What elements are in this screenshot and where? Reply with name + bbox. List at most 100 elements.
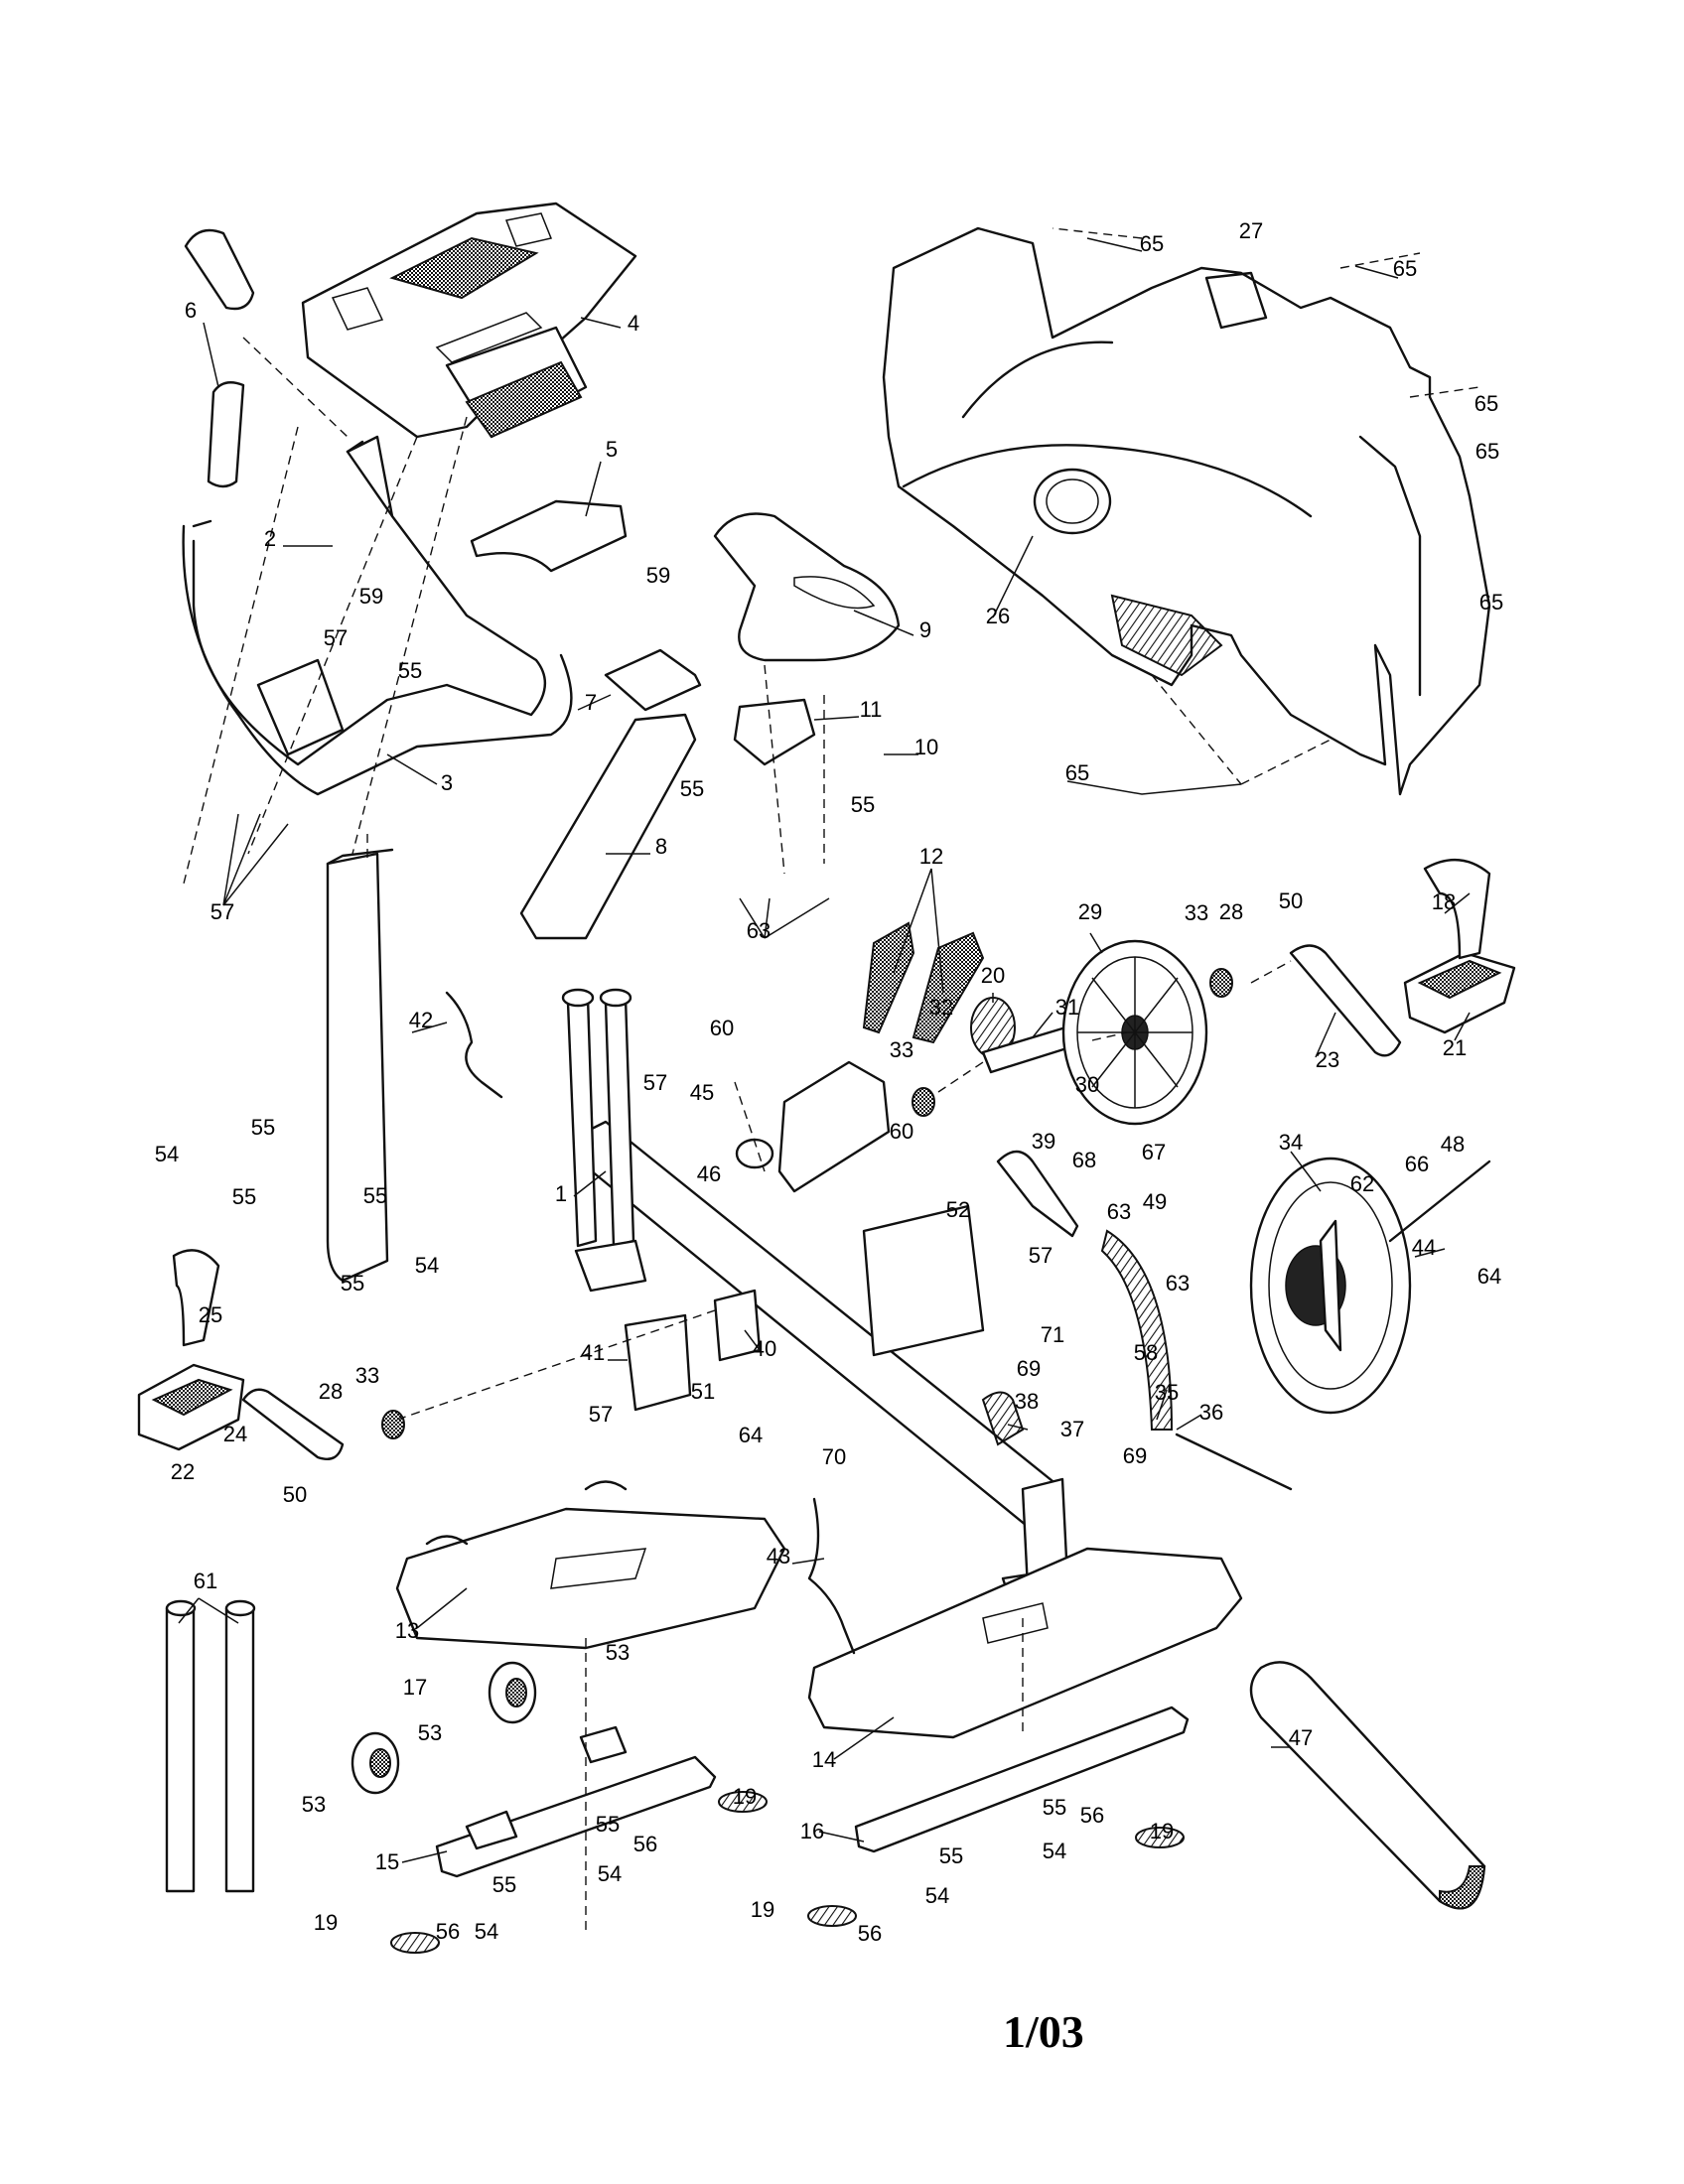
- part-callout-19: 19: [314, 1910, 338, 1935]
- part-callout-53: 53: [418, 1720, 442, 1745]
- part-callout-27: 27: [1239, 218, 1263, 243]
- part-callout-54: 54: [1043, 1839, 1066, 1863]
- part-callout-17: 17: [403, 1675, 427, 1700]
- part-callout-53: 53: [302, 1792, 326, 1817]
- flywheel-pulley-part: [1061, 939, 1208, 1126]
- part-callout-60: 60: [890, 1119, 913, 1144]
- part-callout-63: 63: [1166, 1271, 1190, 1296]
- part-callout-56: 56: [633, 1832, 657, 1856]
- part-callout-65: 65: [1475, 439, 1499, 464]
- part-callout-60: 60: [710, 1016, 734, 1040]
- bearing-part: [912, 1087, 935, 1117]
- console-part: [301, 202, 637, 439]
- part-callout-69: 69: [1123, 1443, 1147, 1468]
- part-callout-42: 42: [409, 1008, 433, 1032]
- part-callout-39: 39: [1032, 1129, 1055, 1154]
- part-callout-61: 61: [194, 1569, 217, 1593]
- belt-part: [1249, 1661, 1486, 1910]
- part-callout-55: 55: [680, 776, 704, 801]
- part-callout-59: 59: [359, 584, 383, 609]
- part-callout-63: 63: [747, 918, 771, 943]
- part-callout-40: 40: [753, 1336, 776, 1361]
- part-callout-70: 70: [822, 1444, 846, 1469]
- part-callout-68: 68: [1072, 1148, 1096, 1172]
- part-callout-46: 46: [697, 1161, 721, 1186]
- idler-part: [996, 1150, 1079, 1238]
- part-callout-24: 24: [223, 1422, 247, 1446]
- part-callout-6: 6: [185, 298, 197, 323]
- handgrip-part: [184, 228, 255, 488]
- part-callout-52: 52: [946, 1197, 970, 1222]
- part-callout-21: 21: [1443, 1035, 1467, 1060]
- part-callout-28: 28: [1219, 899, 1243, 924]
- part-callout-65: 65: [1479, 590, 1503, 614]
- part-callout-67: 67: [1142, 1140, 1166, 1164]
- part-callout-56: 56: [436, 1919, 460, 1944]
- crank-arm-part: [1289, 944, 1402, 1057]
- part-callout-19: 19: [733, 1784, 757, 1809]
- part-callout-57: 57: [1029, 1243, 1052, 1268]
- page-number: 1/03: [1003, 2006, 1084, 2057]
- part-callout-19: 19: [1150, 1819, 1174, 1843]
- part-callout-57: 57: [589, 1402, 613, 1427]
- part-callout-54: 54: [925, 1883, 949, 1908]
- part-callout-55: 55: [251, 1115, 275, 1140]
- part-callout-41: 41: [581, 1340, 605, 1365]
- idler-part: [981, 1391, 1025, 1446]
- part-callout-49: 49: [1143, 1189, 1167, 1214]
- part-callout-50: 50: [283, 1482, 307, 1507]
- part-callout-55: 55: [492, 1872, 516, 1897]
- flywheel-part: [1249, 1157, 1412, 1415]
- part-callout-54: 54: [155, 1142, 179, 1166]
- bottle-holder-part: [470, 499, 628, 573]
- part-callout-64: 64: [1477, 1264, 1501, 1289]
- part-callout-62: 62: [1350, 1171, 1374, 1196]
- bearing-part: [1209, 968, 1233, 998]
- part-callout-69: 69: [1017, 1356, 1041, 1381]
- part-callout-54: 54: [415, 1253, 439, 1278]
- handlebar-part: [182, 435, 573, 796]
- part-callout-7: 7: [585, 690, 597, 715]
- part-callout-13: 13: [395, 1618, 419, 1643]
- part-callout-55: 55: [341, 1271, 364, 1296]
- part-callout-26: 26: [986, 604, 1010, 628]
- stabilizer-part: [854, 1706, 1190, 1853]
- bearing-part: [381, 1410, 405, 1439]
- brake-part: [1100, 1229, 1174, 1431]
- part-callout-55: 55: [939, 1843, 963, 1868]
- part-callout-57: 57: [643, 1070, 667, 1095]
- part-callout-22: 22: [171, 1459, 195, 1484]
- part-callout-28: 28: [319, 1379, 343, 1404]
- part-callout-11: 11: [860, 697, 883, 722]
- part-callout-37: 37: [1060, 1417, 1084, 1441]
- part-callout-65: 65: [1065, 760, 1089, 785]
- tube-part: [165, 1599, 256, 1893]
- part-callout-3: 3: [441, 770, 453, 795]
- part-callout-55: 55: [363, 1183, 387, 1208]
- magnet-part: [862, 921, 985, 1044]
- part-callout-10: 10: [914, 735, 938, 759]
- part-callout-55: 55: [1043, 1795, 1066, 1820]
- part-callout-32: 32: [929, 995, 953, 1020]
- part-callout-51: 51: [691, 1379, 715, 1404]
- crank-axle-part: [1175, 1433, 1293, 1491]
- part-callout-54: 54: [475, 1919, 498, 1944]
- part-callout-55: 55: [398, 658, 422, 683]
- part-callout-65: 65: [1140, 231, 1164, 256]
- part-callout-50: 50: [1279, 888, 1303, 913]
- pedal-part: [1403, 858, 1516, 1034]
- shield-part: [624, 1313, 692, 1412]
- wire-harness-part: [807, 1497, 856, 1655]
- crank-arm-part: [241, 1388, 345, 1461]
- part-callout-64: 64: [739, 1423, 763, 1447]
- part-callout-9: 9: [919, 617, 931, 642]
- part-callout-54: 54: [598, 1861, 622, 1886]
- part-callout-36: 36: [1199, 1400, 1223, 1425]
- seatpost-part: [519, 713, 697, 940]
- part-callout-53: 53: [606, 1640, 630, 1665]
- stabilizer-cover-part: [807, 1547, 1243, 1739]
- part-callout-5: 5: [606, 437, 618, 462]
- part-callout-71: 71: [1041, 1322, 1064, 1347]
- part-callout-15: 15: [375, 1849, 399, 1874]
